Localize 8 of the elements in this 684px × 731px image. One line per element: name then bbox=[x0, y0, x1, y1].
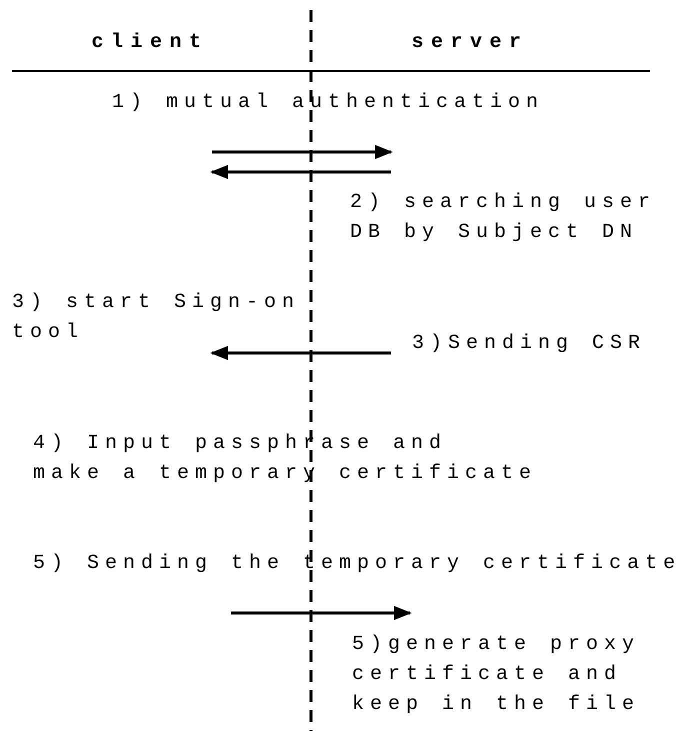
step-note: 5)generate proxy certificate and keep in the file bbox=[352, 632, 640, 718]
step-note: 2) searching user DB by Subject DN bbox=[350, 190, 656, 246]
column-heading: client bbox=[92, 30, 208, 56]
step-note: 1) mutual authentication bbox=[112, 90, 544, 116]
step-note: 5) Sending the temporary certificate bbox=[33, 551, 682, 577]
step-note: 3)Sending CSR bbox=[412, 331, 646, 357]
column-heading: server bbox=[412, 30, 528, 56]
step-note: 3) start Sign-on tool bbox=[12, 290, 300, 346]
